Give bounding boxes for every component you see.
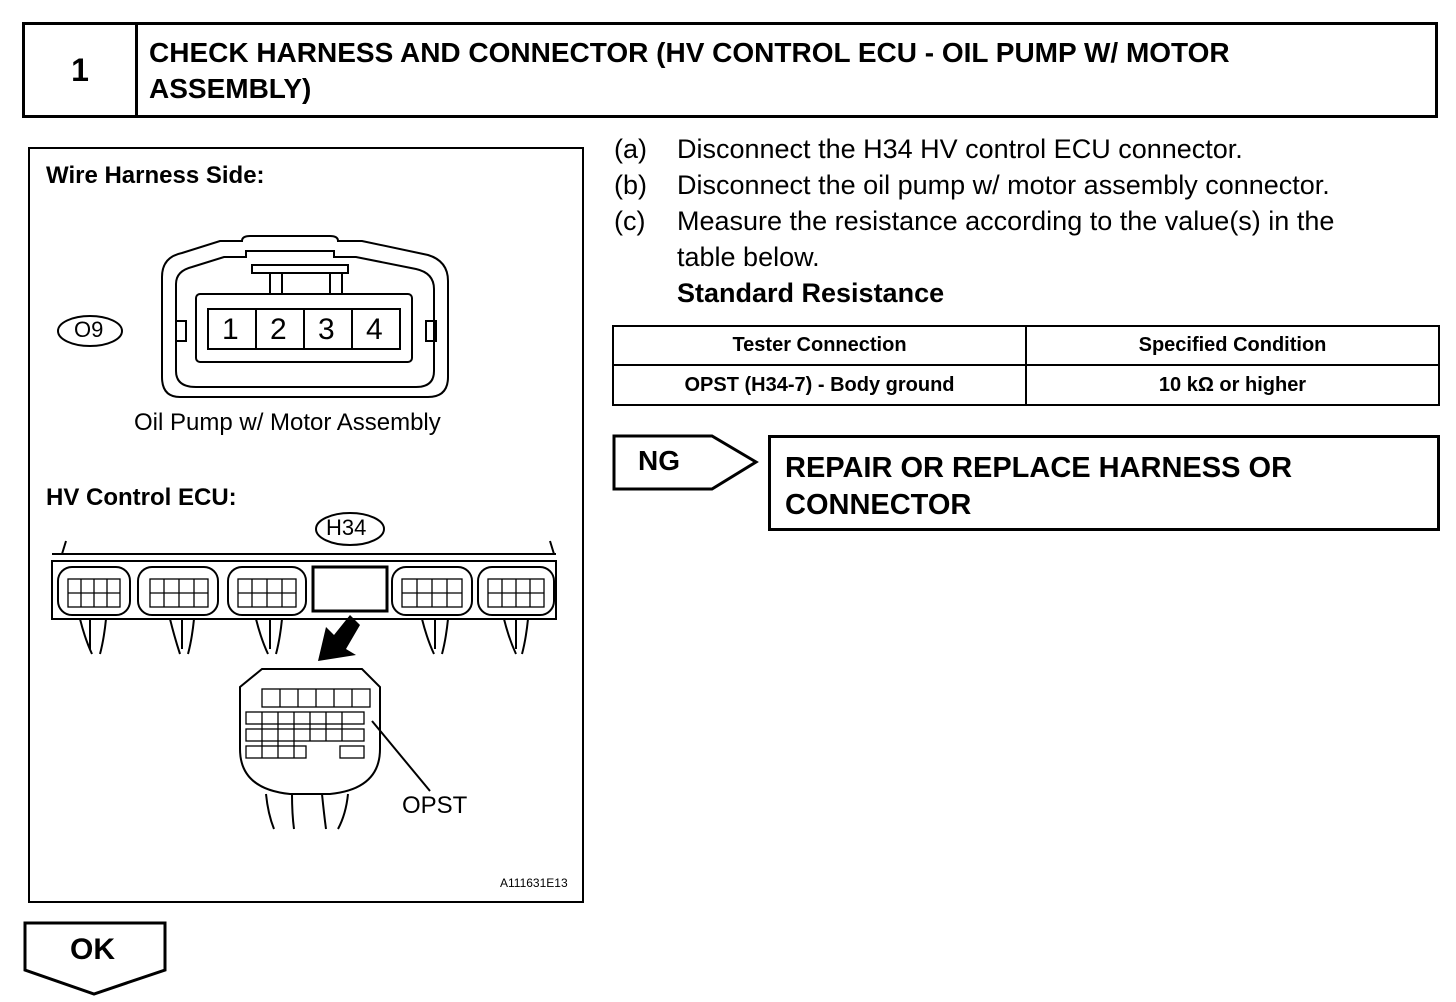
opst-label: OPST — [402, 792, 468, 819]
step-a-text: Disconnect the H34 HV control ECU connec… — [677, 134, 1243, 164]
hv-ecu-label: HV Control ECU: — [46, 484, 237, 511]
step-a: (a) Disconnect the H34 HV control ECU co… — [614, 134, 1243, 165]
connector-drawing — [51, 235, 557, 830]
ecu-block-2 — [137, 566, 219, 616]
table-row: OPST (H34-7) - Body ground 10 kΩ or high… — [612, 364, 1440, 406]
ok-label: OK — [70, 933, 115, 966]
o9-connector-inner — [175, 250, 435, 388]
o9-code-ellipse — [57, 315, 123, 347]
table-cell-condition: 10 kΩ or higher — [1025, 364, 1440, 406]
pin-4: 4 — [366, 313, 383, 346]
ecu-block-1 — [57, 566, 131, 616]
ng-action-line2: CONNECTOR — [785, 489, 972, 521]
pin-3: 3 — [318, 313, 335, 346]
h34-code-ellipse — [315, 512, 385, 546]
wire-harness-label: Wire Harness Side: — [46, 162, 265, 189]
pointer-arrow — [318, 615, 360, 661]
step-c-label: (c) — [614, 206, 646, 236]
o9-connector-body — [161, 235, 449, 398]
standard-resistance-heading: Standard Resistance — [677, 278, 945, 308]
step-title-line2: ASSEMBLY) — [149, 73, 312, 104]
pin-1: 1 — [222, 313, 239, 346]
step-a-label: (a) — [614, 134, 647, 164]
ng-arrow — [612, 434, 759, 491]
ng-action-box: REPAIR OR REPLACE HARNESS OR CONNECTOR — [768, 435, 1440, 531]
table-header-tester: Tester Connection — [612, 325, 1027, 366]
step-b-text: Disconnect the oil pump w/ motor assembl… — [677, 170, 1330, 200]
ng-action-line1: REPAIR OR REPLACE HARNESS OR — [785, 452, 1293, 484]
h34-enlarged-connector — [239, 668, 381, 795]
step-number: 1 — [25, 25, 138, 115]
o9-latch — [251, 264, 349, 274]
step-c-continued: table below. — [677, 242, 820, 272]
step-b: (b) Disconnect the oil pump w/ motor ass… — [614, 170, 1330, 201]
oil-pump-label: Oil Pump w/ Motor Assembly — [134, 409, 441, 436]
step-c-text: Measure the resistance according to the … — [677, 206, 1335, 236]
table-cell-tester: OPST (H34-7) - Body ground — [612, 364, 1027, 406]
ecu-block-3 — [227, 566, 307, 616]
step-b-label: (b) — [614, 170, 647, 200]
step-header: 1 CHECK HARNESS AND CONNECTOR (HV CONTRO… — [22, 22, 1438, 118]
table-header-row: Tester Connection Specified Condition — [612, 325, 1440, 366]
o9-connector-code: O9 — [74, 317, 104, 342]
step-title-line1: CHECK HARNESS AND CONNECTOR (HV CONTROL … — [149, 37, 1230, 68]
ok-arrow — [23, 921, 167, 996]
ecu-housing — [51, 540, 557, 620]
pin-2: 2 — [270, 313, 287, 346]
h34-connector-code: H34 — [326, 515, 367, 540]
ng-label: NG — [638, 445, 680, 476]
figure-id: A111631E13 — [500, 876, 568, 890]
step-title: CHECK HARNESS AND CONNECTOR (HV CONTROL … — [149, 35, 1421, 107]
resistance-table: Tester Connection Specified Condition OP… — [612, 325, 1440, 406]
ecu-block-5 — [391, 566, 473, 616]
connector-illustration: Wire Harness Side: O9 1 2 3 4 Oil Pump w… — [28, 147, 584, 903]
step-c: (c) Measure the resistance according to … — [614, 206, 1334, 237]
ecu-block-6 — [477, 566, 555, 616]
ecu-block-h34 — [311, 565, 389, 613]
ng-action-text: REPAIR OR REPLACE HARNESS OR CONNECTOR — [785, 450, 1292, 524]
table-header-condition: Specified Condition — [1025, 325, 1440, 366]
opst-leader-line — [371, 720, 431, 792]
o9-pin-frame — [195, 293, 413, 363]
